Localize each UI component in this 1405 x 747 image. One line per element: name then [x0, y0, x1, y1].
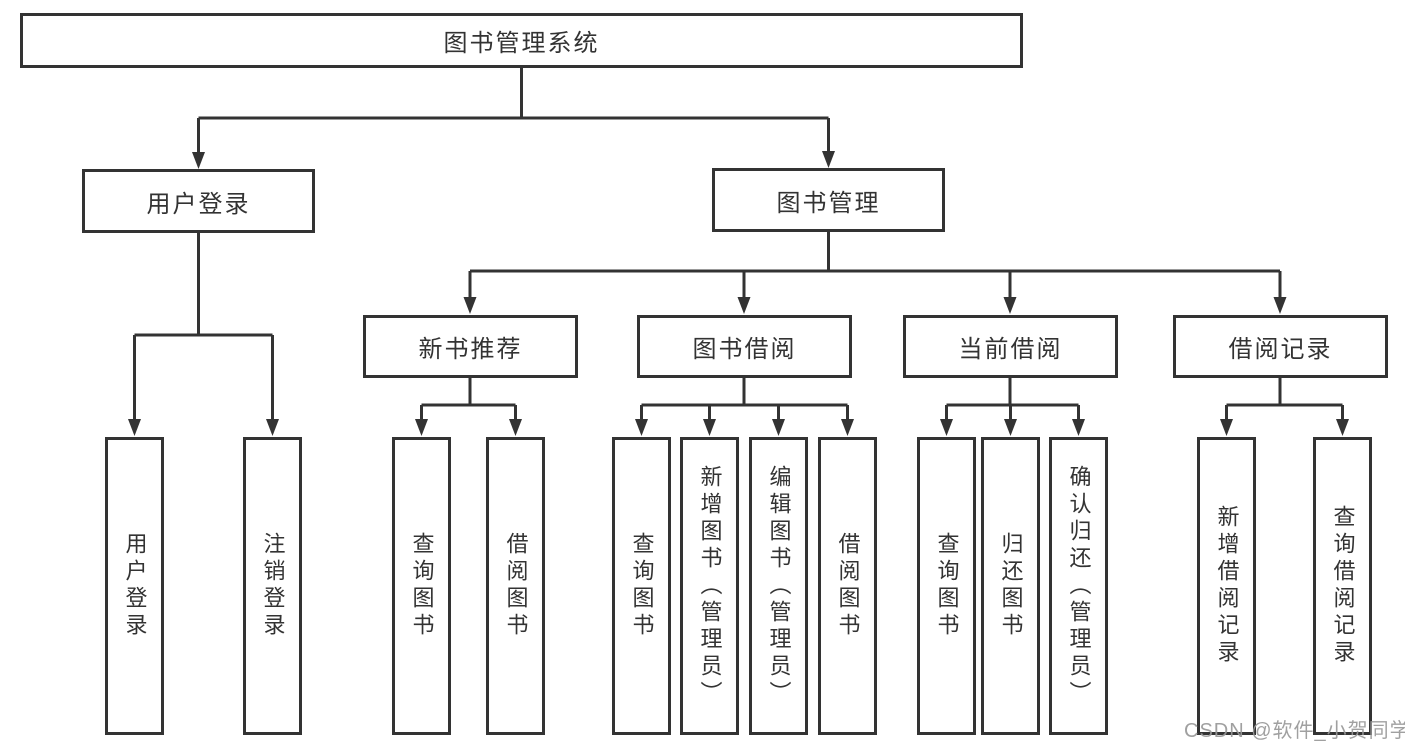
- leaf-query-borrow-record-label: 查询借阅记录: [1330, 505, 1356, 667]
- leaf-confirm-return-admin: 确认归还（管理员）: [1049, 437, 1108, 735]
- leaf-user-login: 用户登录: [105, 437, 164, 735]
- root-connectors: [192, 68, 835, 169]
- leaf-add-book-admin-label: 新增图书（管理员）: [697, 464, 723, 708]
- node-borrow-records-label: 借阅记录: [1228, 336, 1333, 363]
- node-book-management-label: 图书管理: [776, 189, 881, 217]
- node-new-book-recommend: 新书推荐: [363, 315, 578, 378]
- leaf-query-books-borrow: 查询图书: [612, 437, 671, 735]
- leaf-logout-label: 注销登录: [260, 532, 286, 640]
- node-borrow-records: 借阅记录: [1173, 315, 1388, 378]
- new-book-recommend-connectors: [415, 378, 522, 436]
- leaf-borrow-books-label: 借阅图书: [835, 532, 861, 640]
- leaf-query-books-recommend: 查询图书: [392, 437, 451, 735]
- leaf-user-login-label: 用户登录: [122, 532, 148, 640]
- leaf-query-borrow-record: 查询借阅记录: [1313, 437, 1372, 735]
- leaf-return-book: 归还图书: [981, 437, 1040, 735]
- leaf-confirm-return-admin-label: 确认归还（管理员）: [1066, 464, 1092, 708]
- leaf-query-books-current-label: 查询图书: [934, 532, 960, 640]
- node-book-borrow: 图书借阅: [637, 315, 852, 378]
- leaf-add-borrow-record-label: 新增借阅记录: [1214, 505, 1240, 667]
- node-user-login-label: 用户登录: [146, 190, 251, 218]
- leaf-borrow-books-recommend: 借阅图书: [486, 437, 545, 735]
- leaf-logout: 注销登录: [243, 437, 302, 735]
- leaf-add-book-admin: 新增图书（管理员）: [680, 437, 739, 735]
- watermark-text: CSDN @软件_小贺同学: [1184, 720, 1405, 742]
- leaf-query-books-recommend-label: 查询图书: [409, 532, 435, 640]
- node-library-system: 图书管理系统: [20, 13, 1023, 68]
- borrow-records-connectors: [1220, 378, 1349, 436]
- current-borrow-connectors: [940, 378, 1085, 436]
- leaf-borrow-books: 借阅图书: [818, 437, 877, 735]
- node-current-borrow-label: 当前借阅: [958, 336, 1063, 363]
- node-user-login: 用户登录: [82, 169, 315, 233]
- node-book-borrow-label: 图书借阅: [692, 336, 797, 363]
- user-login-connectors: [128, 233, 279, 436]
- leaf-add-borrow-record: 新增借阅记录: [1197, 437, 1256, 735]
- leaf-query-books-current: 查询图书: [917, 437, 976, 735]
- node-library-system-label: 图书管理系统: [443, 30, 600, 57]
- leaf-borrow-books-recommend-label: 借阅图书: [503, 532, 529, 640]
- leaf-query-books-borrow-label: 查询图书: [629, 532, 655, 640]
- leaf-edit-book-admin-label: 编辑图书（管理员）: [766, 464, 792, 708]
- node-new-book-recommend-label: 新书推荐: [418, 336, 523, 363]
- leaf-edit-book-admin: 编辑图书（管理员）: [749, 437, 808, 735]
- node-book-management: 图书管理: [712, 168, 945, 232]
- leaf-return-book-label: 归还图书: [998, 532, 1024, 640]
- node-current-borrow: 当前借阅: [903, 315, 1118, 378]
- book-management-connectors: [463, 232, 1287, 314]
- book-borrow-connectors: [635, 378, 854, 436]
